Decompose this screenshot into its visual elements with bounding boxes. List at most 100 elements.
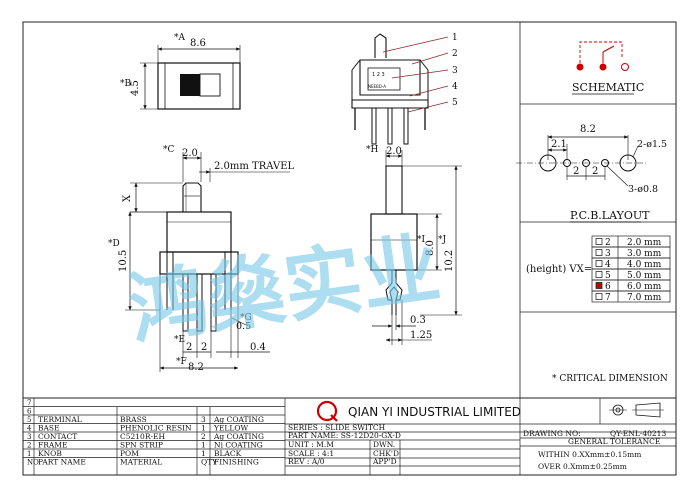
dim-i-label: *I <box>417 235 426 245</box>
table-cell-no: 2 <box>27 442 31 450</box>
dim-j-label: *J <box>438 235 447 245</box>
height-option-value: 7.0 mm <box>627 293 662 303</box>
height-option-checkbox[interactable] <box>595 238 603 245</box>
side-knob <box>385 165 403 215</box>
height-label: (height) VX= <box>526 264 592 275</box>
table-header-no: NO. <box>27 459 41 467</box>
table-cell-part: BASE <box>38 424 60 433</box>
table-cell-no: 5 <box>27 416 31 424</box>
table-cell-no: 1 <box>27 450 31 458</box>
height-option-number: 4 <box>605 260 611 270</box>
dim-b-label: *B <box>120 79 132 89</box>
height-option-value: 5.0 mm <box>627 271 662 281</box>
drawing-no-value: QY-ENL-40213 <box>610 429 666 438</box>
top-view: *A 8.6 *B 4.5 <box>120 33 241 110</box>
title-block: QIAN YI INDUSTRIAL LIMITED SERIES : SLID… <box>285 398 676 475</box>
height-option-value: 2.0 mm <box>627 238 662 248</box>
side-body <box>370 213 418 271</box>
height-option-checkbox[interactable] <box>595 260 603 267</box>
table-cell-fin: Ag COATING <box>213 432 264 441</box>
table-cell-part: CONTACT <box>38 432 77 441</box>
dim-h-label: *H <box>366 145 379 155</box>
dim-125-value: 1.25 <box>410 330 432 341</box>
iso-knob <box>374 33 387 58</box>
dim-d-label: *D <box>108 239 120 249</box>
table-cell-qty: 1 <box>201 441 206 450</box>
drawing-no-label: DRAWING NO: <box>523 429 581 438</box>
dim-c-label: *C <box>163 145 175 155</box>
dim-d-value: 10.5 <box>118 250 129 272</box>
height-option-number: 6 <box>605 282 611 292</box>
callout-4: 4 <box>452 82 458 92</box>
height-option-checkbox[interactable] <box>595 249 603 256</box>
iso-base <box>351 99 429 109</box>
height-option-value: 3.0 mm <box>627 249 662 259</box>
isometric-view: NEEBD-A 1 2 3 1 2 3 4 5 <box>351 33 458 145</box>
dim-e-label: *E <box>174 335 185 345</box>
dim-j-value: 10.2 <box>444 250 455 272</box>
table-cell-fin: Ni COATING <box>214 441 263 450</box>
top-body <box>157 62 241 110</box>
height-option-row <box>591 290 671 303</box>
height-option-checkbox[interactable] <box>595 282 603 289</box>
table-cell-mat: SPN STRIP <box>120 441 163 450</box>
dim-a-value: 8.6 <box>190 38 206 49</box>
dim-c-value: 2.0 <box>182 148 198 159</box>
dim-x-label: X <box>122 194 133 202</box>
table-cell-mat: POM <box>120 449 139 458</box>
side-view: *H 2.0 *I 8.0 *J 10.2 0.3 1.25 <box>366 145 462 345</box>
table-cell-no: 7 <box>27 399 31 407</box>
table-cell-part: FRAME <box>38 441 67 450</box>
dim-f-label: *F <box>176 357 187 367</box>
unit-field: UNIT : M.M <box>288 440 334 449</box>
table-cell-mat: BRASS <box>120 415 147 424</box>
tolerance-within: WITHIN 0.XXmm±0.15mm <box>538 450 641 459</box>
height-option-number: 2 <box>605 238 611 248</box>
top-knob <box>180 74 200 96</box>
travel-label: 2.0mm TRAVEL <box>214 161 294 172</box>
height-option-value: 4.0 mm <box>627 260 662 270</box>
pcb-width: 8.2 <box>580 124 596 135</box>
table-cell-qty: 1 <box>201 424 206 433</box>
dwn-field: DWN. <box>373 440 395 449</box>
callout-3: 3 <box>452 66 458 76</box>
table-cell-part: TERMINAL <box>38 415 82 424</box>
height-option-checkbox[interactable] <box>595 271 603 278</box>
pcb-layout: 8.2 2.1 2 2 2-ø1.5 3-ø0.8 P.C.B.LAYOUT <box>516 124 667 223</box>
dim-e-value-1: 2 <box>186 342 192 353</box>
appd-field: APP'D <box>372 457 397 466</box>
dim-i-value: 8.0 <box>425 240 436 256</box>
projection-symbol <box>609 402 664 418</box>
scale-field: SCALE : 4:1 <box>288 449 334 458</box>
dim-h-value: 2.0 <box>386 146 402 157</box>
table-cell-no: 4 <box>27 425 32 433</box>
table-cell-qty: 1 <box>201 449 206 458</box>
iso-mark-1: NEEBD-A <box>368 84 386 89</box>
height-option-number: 7 <box>605 293 611 303</box>
dim-f-value: 8.2 <box>188 362 204 373</box>
pcb-pitch-2: 2 <box>573 166 579 177</box>
chkd-field: CHK'D <box>373 449 399 458</box>
height-option-checkbox[interactable] <box>595 293 603 300</box>
table-header-qty: QTY <box>201 458 218 467</box>
height-option-value: 6.0 mm <box>627 282 662 292</box>
pcb-hole-small: 3-ø0.8 <box>628 184 658 195</box>
dim-b-value: 4.5 <box>130 80 141 96</box>
callout-5: 5 <box>452 98 458 108</box>
table-cell-fin: BLACK <box>214 449 242 458</box>
dim-g-label: *G <box>240 313 252 323</box>
height-option-number: 3 <box>605 249 611 259</box>
dim-a-label: *A <box>174 33 186 43</box>
table-cell-no: 6 <box>27 408 32 416</box>
schematic-label: SCHEMATIC <box>572 81 644 94</box>
sheet-border <box>22 21 677 476</box>
dim-e-value-2: 2 <box>201 342 207 353</box>
table-header-fin: FINISHING <box>214 458 259 467</box>
iso-mark-2: 1 2 3 <box>372 72 385 78</box>
table-cell-part: KNOB <box>38 449 62 458</box>
dim-03-value: 0.3 <box>410 315 426 326</box>
critical-dimension-note: * CRITICAL DIMENSION <box>552 374 668 384</box>
